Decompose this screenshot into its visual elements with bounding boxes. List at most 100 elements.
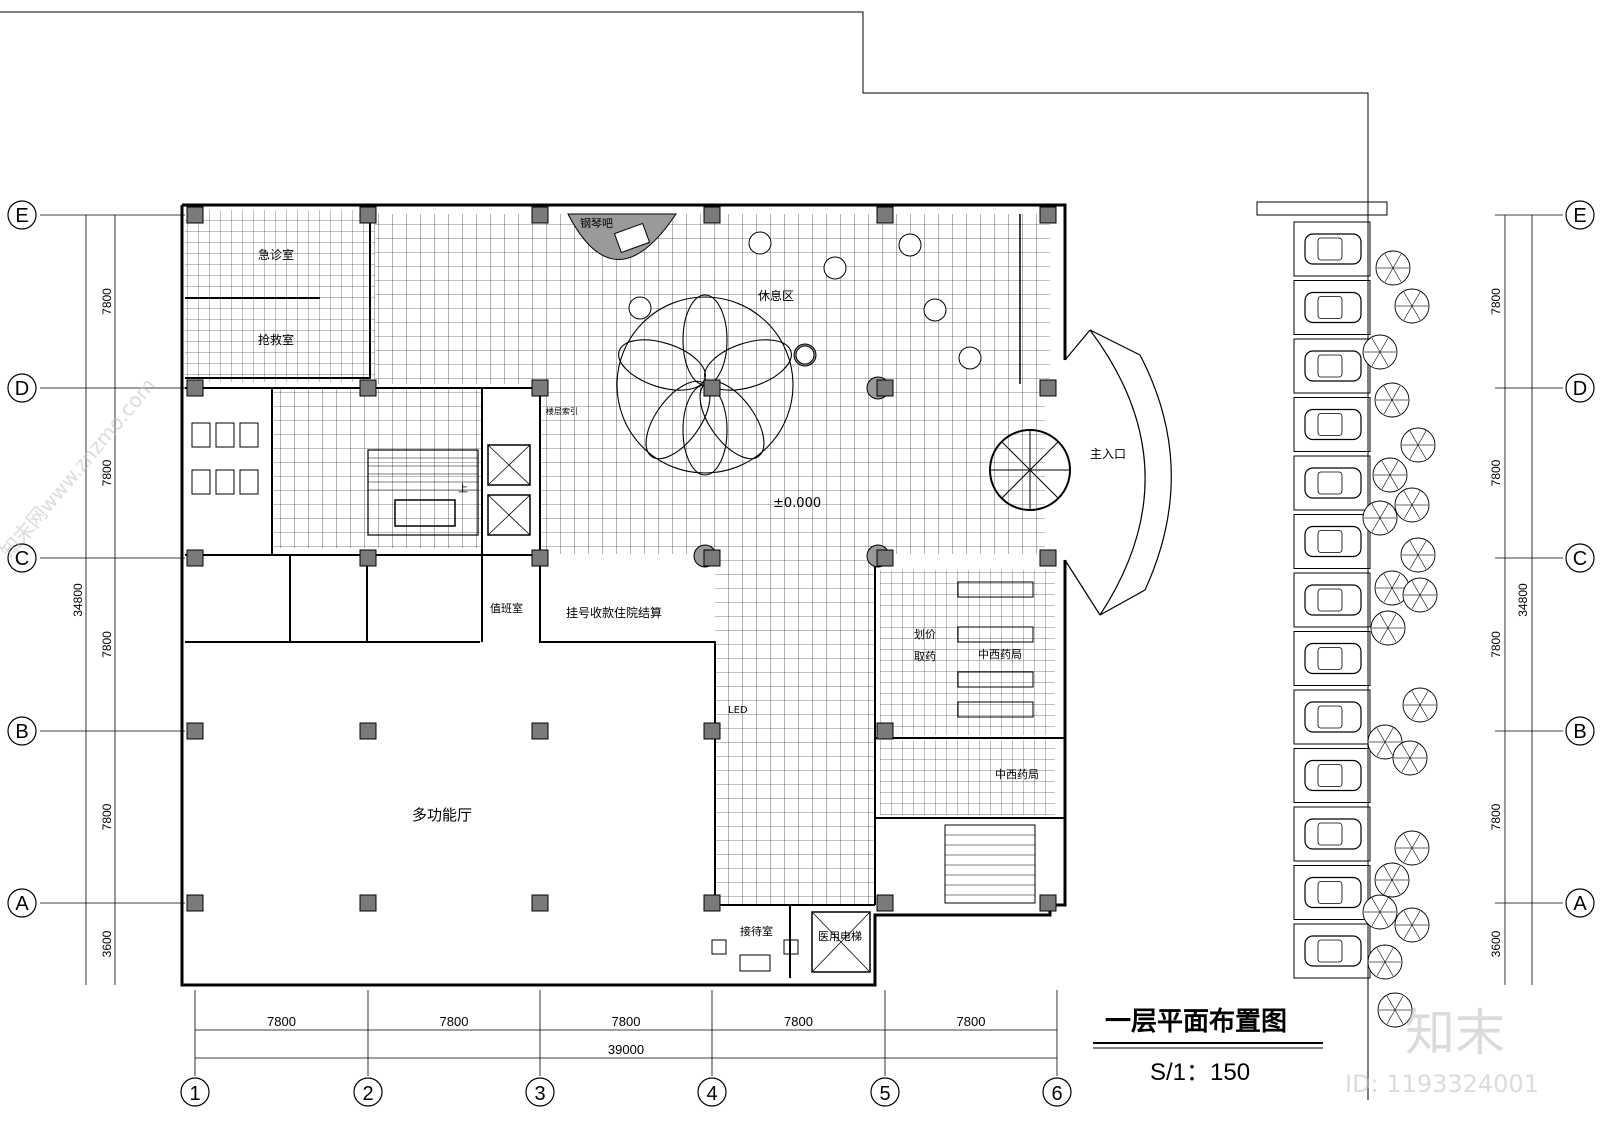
tree-branch: [1403, 490, 1413, 506]
structural-column: [531, 379, 549, 397]
tree-branch: [1387, 613, 1397, 629]
tree-branch: [1383, 573, 1393, 589]
axis-label-1: 1: [189, 1083, 200, 1105]
parking-space: [1293, 865, 1371, 920]
tree-branch: [1379, 503, 1389, 519]
axis-bubble-5: [870, 1077, 900, 1107]
structural-column: [876, 549, 894, 567]
car-roof: [1317, 939, 1343, 963]
car-icon: [1304, 584, 1362, 616]
tree-branch: [1376, 961, 1386, 977]
tree-branch: [1411, 580, 1421, 596]
tree-branch: [1403, 910, 1413, 926]
axis-bubble-4: [697, 1077, 727, 1107]
car-icon: [1304, 233, 1362, 265]
parking-area: [1256, 201, 1438, 1028]
tree-branch: [1384, 727, 1394, 743]
parking-space: [1293, 806, 1371, 862]
axis-bubble-1: [180, 1077, 210, 1107]
axis-bubble-2: [353, 1077, 383, 1107]
structural-column: [186, 894, 204, 912]
label-registration: 挂号收款住院结算: [566, 605, 662, 620]
site-boundary: [0, 11, 1369, 1100]
tree-branch: [1384, 741, 1394, 757]
tree-branch: [1411, 690, 1421, 706]
car-icon: [1304, 467, 1362, 499]
structural-column: [359, 722, 377, 740]
reception-sofa: [711, 939, 799, 972]
structural-column: [186, 206, 204, 224]
tree-branch: [1411, 504, 1421, 520]
tree-branch: [1391, 587, 1401, 603]
tree-branch: [1392, 267, 1402, 283]
tree-branch: [1376, 947, 1386, 963]
tree-branch: [1417, 430, 1427, 446]
tree-branch: [1401, 757, 1411, 773]
lounge-tables: [628, 231, 982, 370]
label-medical-elevator: 医用电梯: [818, 930, 862, 943]
watermark-id: ID: 1193324001: [1345, 1070, 1539, 1098]
axis-label-E: E: [15, 205, 28, 227]
parking-space: [1293, 689, 1371, 745]
tree-branch: [1409, 743, 1419, 759]
tree-branch: [1411, 910, 1421, 926]
label-stair-up: 上: [458, 483, 468, 495]
parking-space: [1293, 455, 1371, 511]
tree-branch: [1409, 540, 1419, 556]
tree-branch: [1411, 305, 1421, 321]
parking-space: [1293, 221, 1371, 277]
flower-ceiling-motif: [616, 294, 794, 476]
structural-column: [1039, 379, 1057, 397]
dim-right-value: 3600: [1489, 930, 1503, 957]
entrance-canopy: [1064, 329, 1172, 616]
label-floor-guide: 楼层索引: [546, 406, 578, 416]
tree-branch: [1379, 627, 1389, 643]
tree-branch: [1419, 704, 1429, 720]
axis-label-4: 4: [706, 1083, 717, 1105]
piano-bar-stage: [567, 213, 677, 260]
structural-column: [876, 894, 894, 912]
car-roof: [1317, 354, 1343, 378]
parking-space: [1293, 923, 1371, 979]
car-icon: [1304, 701, 1362, 733]
tree-branch: [1376, 741, 1386, 757]
structural-column: [531, 549, 549, 567]
axis-label-3: 3: [534, 1083, 545, 1105]
tree-branch: [1394, 1009, 1404, 1025]
car-icon: [1304, 525, 1362, 558]
tree-branch: [1371, 337, 1381, 353]
tree-branch: [1371, 351, 1381, 367]
car-icon: [1304, 350, 1362, 382]
tree-branch: [1386, 1009, 1396, 1025]
car-roof: [1317, 588, 1343, 612]
room-labels: 急诊室 抢救室 钢琴吧 休息区 主入口 楼层索引 上 值班室 挂号收款住院结算 …: [258, 217, 1126, 943]
structural-column: [359, 379, 377, 397]
structural-column: [703, 549, 721, 567]
car-icon: [1304, 759, 1362, 792]
tree-branch: [1391, 573, 1401, 589]
tree-branch: [1417, 540, 1427, 556]
label-dispensing: 取药: [914, 650, 936, 663]
tree-branch: [1387, 627, 1397, 643]
tree-branch: [1403, 833, 1413, 849]
structural-column: [359, 549, 377, 567]
tree-branch: [1381, 460, 1391, 476]
car-icon: [1304, 818, 1362, 850]
axis-label-5: 5: [879, 1083, 890, 1105]
axis-bubble-3: [525, 1077, 555, 1107]
label-pharmacy-2: 中西药局: [995, 768, 1039, 781]
axis-label-A: A: [1573, 893, 1587, 915]
axis-label-B: B: [15, 721, 28, 743]
tree-branch: [1391, 865, 1401, 881]
dim-bottom-value: 7800: [784, 1014, 813, 1029]
tree-branch: [1383, 865, 1393, 881]
tree-branch: [1371, 517, 1381, 533]
car-roof: [1317, 881, 1343, 904]
tree-branch: [1411, 291, 1421, 307]
car-roof: [1317, 296, 1343, 319]
axis-bubble-A-left: [7, 888, 37, 918]
dim-right-total: 34800: [1516, 583, 1530, 617]
label-piano-bar: 钢琴吧: [580, 217, 613, 230]
structural-column: [703, 894, 721, 912]
tree-branch: [1371, 911, 1381, 927]
